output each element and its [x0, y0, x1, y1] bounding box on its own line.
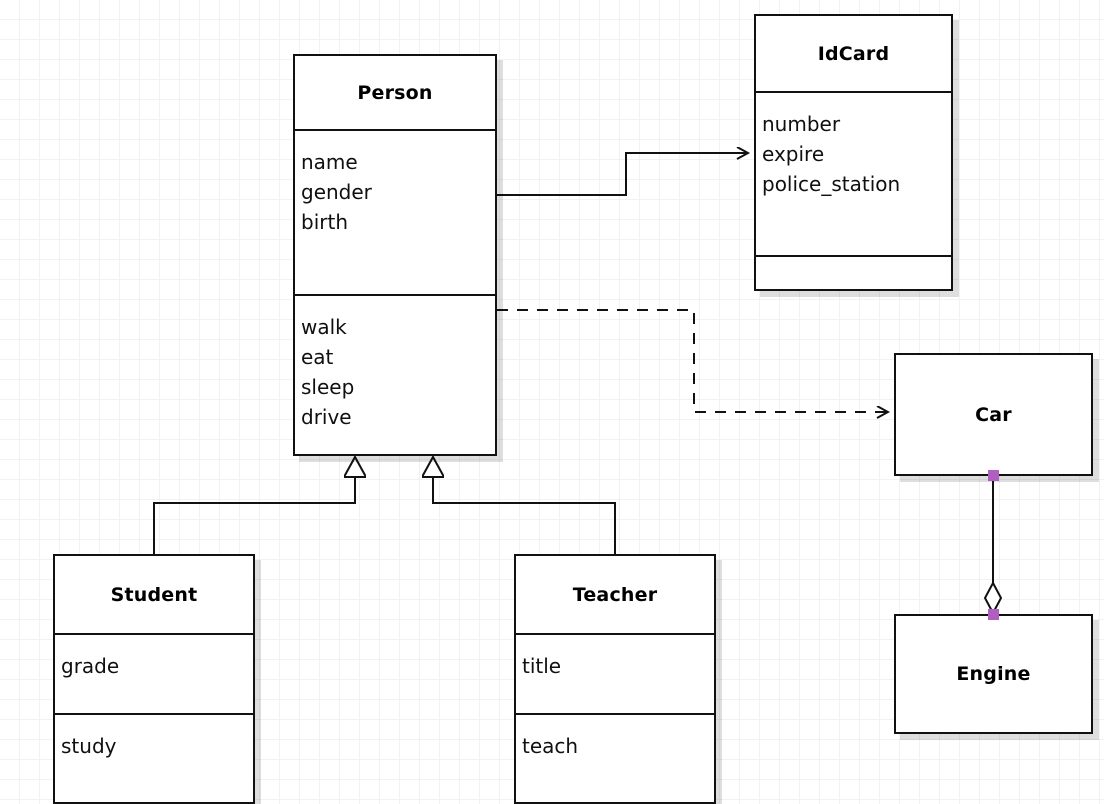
- edge-teacher-person: [433, 477, 616, 554]
- operations-compartment-person: walk eat sleep drive: [295, 296, 495, 454]
- class-name-student: Student: [110, 583, 198, 606]
- class-box-person[interactable]: Person name gender birth walk eat sleep …: [293, 54, 497, 456]
- connection-handle-car-end[interactable]: [988, 470, 999, 481]
- class-name-person: Person: [357, 81, 433, 104]
- attribute-item: police_station: [762, 172, 901, 196]
- class-title-compartment-idcard: IdCard: [756, 16, 951, 93]
- class-title-compartment-engine: Engine: [896, 616, 1091, 732]
- operation-item: eat: [301, 345, 334, 369]
- class-box-engine[interactable]: Engine: [894, 614, 1093, 734]
- attribute-item: title: [522, 654, 562, 678]
- attribute-item: birth: [301, 210, 348, 234]
- operations-compartment-student: study: [55, 715, 253, 802]
- class-title-compartment-teacher: Teacher: [516, 556, 714, 635]
- class-name-idcard: IdCard: [817, 42, 890, 65]
- edge-student-person: [153, 477, 355, 554]
- attribute-item: grade: [61, 654, 120, 678]
- attribute-item: expire: [762, 142, 825, 166]
- attribute-item: name: [301, 150, 358, 174]
- edge-person-car: [497, 309, 888, 412]
- class-name-teacher: Teacher: [572, 583, 658, 606]
- class-name-engine: Engine: [956, 663, 1031, 685]
- class-box-car[interactable]: Car: [894, 353, 1093, 476]
- operation-item: teach: [522, 734, 579, 758]
- operation-item: drive: [301, 405, 352, 429]
- class-name-car: Car: [975, 403, 1012, 426]
- class-title-compartment-student: Student: [55, 556, 253, 635]
- class-title-compartment-person: Person: [295, 56, 495, 131]
- connection-handle-engine-end[interactable]: [988, 609, 999, 620]
- class-box-idcard[interactable]: IdCard number expire police_station: [754, 14, 953, 291]
- operation-item: study: [61, 734, 117, 758]
- operation-item: walk: [301, 315, 347, 339]
- edge-person-idcard: [497, 153, 748, 196]
- attributes-compartment-teacher: title: [516, 635, 714, 715]
- class-title-compartment-car: Car: [896, 355, 1091, 474]
- class-box-student[interactable]: Student grade study: [53, 554, 255, 804]
- attribute-item: gender: [301, 180, 372, 204]
- attributes-compartment-student: grade: [55, 635, 253, 715]
- operation-item: sleep: [301, 375, 355, 399]
- class-box-teacher[interactable]: Teacher title teach: [514, 554, 716, 804]
- attributes-compartment-person: name gender birth: [295, 131, 495, 296]
- attributes-compartment-idcard: number expire police_station: [756, 93, 951, 257]
- operations-compartment-teacher: teach: [516, 715, 714, 802]
- operations-compartment-idcard: [756, 257, 951, 289]
- attribute-item: number: [762, 112, 841, 136]
